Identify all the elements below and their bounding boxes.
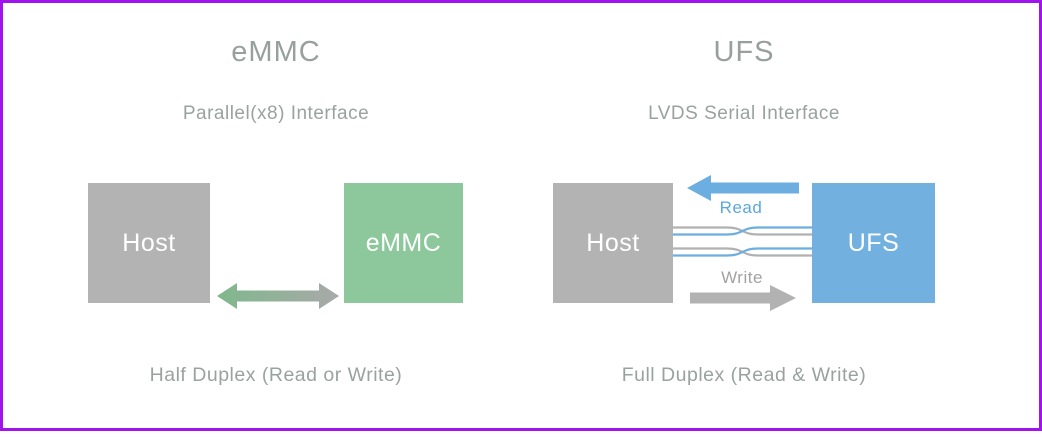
twisted-pair-line — [673, 226, 812, 236]
ufs-device-label: UFS — [847, 228, 900, 257]
emmc-caption: Half Duplex (Read or Write) — [149, 364, 403, 386]
write-arrow-icon — [690, 285, 796, 311]
ufs-host-box: Host — [553, 183, 673, 303]
emmc-host-box: Host — [88, 183, 210, 303]
read-arrow-icon — [687, 175, 799, 201]
twisted-pair-line — [673, 247, 812, 257]
emmc-device-label: eMMC — [365, 228, 442, 257]
parallel-bus-lines — [210, 185, 344, 277]
ufs-subtitle: LVDS Serial Interface — [648, 103, 840, 124]
emmc-device-box: eMMC — [344, 183, 463, 303]
emmc-title: eMMC — [231, 36, 321, 68]
twisted-pair-lines — [673, 226, 812, 257]
write-label: Write — [721, 268, 763, 287]
ufs-title: UFS — [713, 36, 775, 68]
emmc-subtitle: Parallel(x8) Interface — [182, 103, 370, 124]
emmc-host-label: Host — [122, 228, 176, 257]
ufs-caption: Full Duplex (Read & Write) — [621, 364, 867, 386]
half-duplex-double-arrow-icon — [217, 283, 339, 309]
read-label: Read — [719, 198, 763, 217]
ufs-host-label: Host — [586, 228, 640, 257]
ufs-device-box: UFS — [812, 183, 935, 303]
